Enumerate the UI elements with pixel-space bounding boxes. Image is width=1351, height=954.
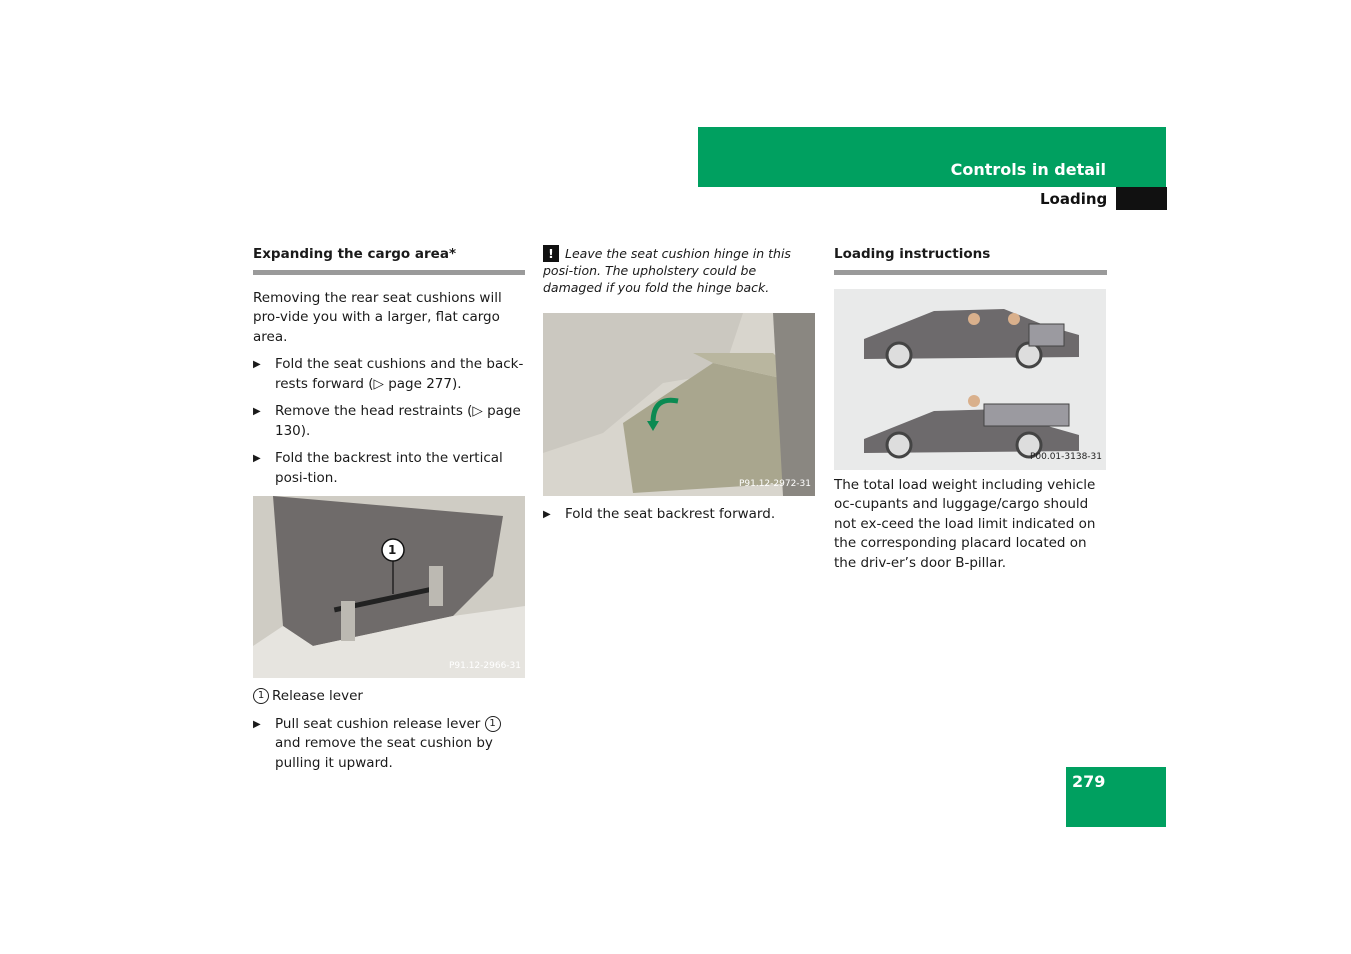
step-item: ▶ Fold the backrest into the vertical po… (253, 449, 525, 488)
figure-load-diagram: P00.01-3138-31 (834, 288, 1106, 470)
page-number: 279 (1072, 772, 1106, 791)
figure-code: P91.12-2972-31 (738, 478, 811, 489)
callout-marker: 1 (484, 715, 501, 732)
section-title: Controls in detail (950, 160, 1106, 179)
step-text: and remove the seat cushion by pulling i… (275, 735, 493, 771)
header-banner: Controls in detail (698, 127, 1166, 187)
triangle-right-icon: ▶ (253, 406, 261, 417)
triangle-right-icon: ▶ (543, 509, 551, 520)
triangle-right-icon: ▶ (253, 718, 261, 730)
figure-release-lever: 1 P91.12-2966-31 (253, 496, 525, 678)
seat-release-illustration (253, 496, 525, 678)
step-item: ▶ Remove the head restraints (▷ page 130… (253, 402, 525, 441)
column-expanding-cargo: Expanding the cargo area* Removing the r… (253, 245, 525, 781)
column-seat-fold: !Leave the seat cushion hinge in this po… (543, 245, 816, 533)
triangle-right-icon: ▶ (253, 359, 261, 370)
legend-label: Release lever (272, 688, 363, 704)
figure-code: P91.12-2966-31 (448, 660, 521, 671)
callout-marker: 1 (253, 688, 269, 704)
step-text: Remove the head restraints (▷ page 130). (275, 403, 521, 439)
warning-note: !Leave the seat cushion hinge in this po… (543, 245, 816, 296)
figure-seat-backrest: P91.12-2972-31 (543, 313, 815, 496)
step-text: Pull seat cushion release lever (275, 715, 481, 732)
heading-loading-instructions: Loading instructions (834, 245, 1107, 275)
step-text: Fold the backrest into the vertical posi… (275, 450, 503, 486)
page-number-box: 279 (1066, 767, 1166, 827)
step-item: ▶ Fold the seat backrest forward. (543, 505, 816, 525)
subsection-marker (1116, 187, 1167, 210)
seat-backrest-illustration (543, 313, 815, 496)
triangle-right-icon: ▶ (253, 453, 261, 464)
warning-icon: ! (543, 245, 559, 262)
step-item: ▶ Pull seat cushion release lever 1 and … (253, 715, 525, 774)
column-loading-instructions: Loading instructions P00.01-3138-31 The … (834, 245, 1107, 581)
load-limit-text: The total load weight including vehicle … (834, 476, 1096, 571)
step-text: Fold the seat cushions and the back-rest… (275, 356, 524, 392)
warning-text: Leave the seat cushion hinge in this pos… (543, 246, 791, 295)
figure-code: P00.01-3138-31 (1029, 452, 1102, 462)
heading-expanding-cargo: Expanding the cargo area* (253, 245, 525, 275)
step-item: ▶ Fold the seat cushions and the back-re… (253, 355, 525, 394)
step-text: Fold the seat backrest forward. (565, 506, 776, 522)
vehicle-load-illustration (834, 288, 1106, 470)
intro-text: Removing the rear seat cushions will pro… (253, 289, 502, 345)
subsection-title: Loading (1040, 190, 1108, 208)
callout-number: 1 (388, 543, 397, 557)
